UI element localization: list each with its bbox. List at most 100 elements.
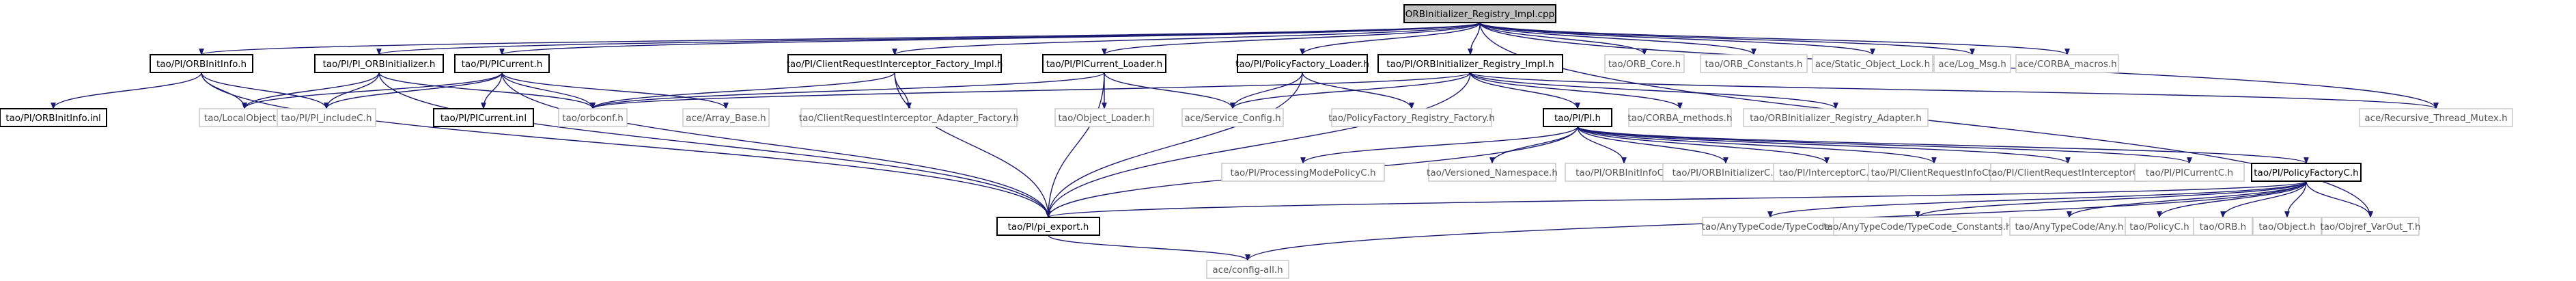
- edge-root-to-corba_macros: [1479, 22, 2070, 55]
- node-box: [277, 108, 376, 127]
- node-label: tao/PI/ORBInitInfo.inl: [5, 113, 101, 124]
- node-label: tao/ORB.h: [2200, 222, 2247, 232]
- node-label: tao/PI/pi_export.h: [1008, 222, 1089, 232]
- node-box: [454, 54, 550, 73]
- node-label: ace/Recursive_Thread_Mutex.h: [2364, 113, 2507, 124]
- node-label: tao/PI/PolicyFactoryC.h: [2254, 168, 2358, 178]
- edge-pfc-to-pi_export: [1046, 180, 2307, 218]
- edge-oiri_h-to-oira: [1470, 72, 1838, 109]
- node-box: [1604, 54, 1685, 73]
- edge-picurrent_h-to-arraybase: [501, 72, 729, 109]
- edge-picl_h-to-pi_export: [1046, 72, 1105, 218]
- node-pi_orbinit_h[interactable]: tao/PI/PI_ORBInitializer.h: [314, 54, 444, 73]
- node-box: [433, 108, 534, 127]
- node-box: [2321, 217, 2420, 236]
- node-label: ace/Log_Msg.h: [1938, 59, 2006, 70]
- node-box: [1054, 108, 1154, 127]
- node-label: tao/ClientRequestInterceptor_Adapter_Fac…: [799, 113, 1019, 124]
- node-picurrent_h[interactable]: tao/PI/PICurrent.h: [454, 54, 550, 73]
- edge-pi_h-to-picurrentc: [1577, 126, 2192, 164]
- node-box: [1812, 54, 1933, 73]
- node-label: tao/PI/PICurrentC.h: [2146, 168, 2233, 178]
- edge-oiri_h-to-corba_methods: [1470, 72, 1683, 109]
- edge-pi_h-to-orbinitinfoc: [1577, 126, 1627, 164]
- node-pi_export[interactable]: tao/PI/pi_export.h: [996, 217, 1100, 236]
- node-svcconf: ace/Service_Config.h: [1181, 108, 1284, 127]
- edge-picurrent_h-to-orbconf: [501, 72, 596, 109]
- node-label: tao/PI/ORBInitInfo.h: [156, 59, 247, 70]
- node-label: tao/PI/PI.h: [1554, 113, 1601, 124]
- node-pfrf: tao/PolicyFactory_Registry_Factory.h: [1328, 108, 1495, 127]
- node-vns: tao/Versioned_Namespace.h: [1427, 163, 1558, 182]
- node-label: tao/PI/PICurrent_Loader.h: [1046, 59, 1162, 70]
- node-pi_h[interactable]: tao/PI/PI.h: [1543, 108, 1612, 127]
- node-pfc[interactable]: tao/PI/PolicyFactoryC.h: [2251, 163, 2362, 182]
- node-orbinitinfo_inl[interactable]: tao/PI/ORBInitInfo.inl: [0, 108, 107, 127]
- edge-oiri_h-to-rtm: [1470, 72, 2439, 109]
- edge-picl_h-to-orbconf: [590, 72, 1105, 109]
- node-box: [1428, 163, 1556, 182]
- node-box: [1700, 54, 1808, 73]
- edge-pi_h-to-orbinitializerc: [1577, 126, 1728, 164]
- node-box: [1662, 163, 1789, 182]
- edge-pfl_h-to-svcconf: [1230, 72, 1303, 109]
- edge-pfc-to-tc_h: [1767, 180, 2307, 218]
- node-box: [1042, 54, 1166, 73]
- node-label: ORBInitializer_Registry_Impl.cpp: [1405, 9, 1554, 20]
- node-picurrent_inl[interactable]: tao/PI/PICurrent.inl: [433, 108, 534, 127]
- node-box: [800, 108, 1018, 127]
- node-any_h: tao/AnyTypeCode/Any.h: [2009, 217, 2129, 236]
- node-label: tao/CORBA_methods.h: [1627, 113, 1732, 124]
- node-orbinitinfo_h[interactable]: tao/PI/ORBInitInfo.h: [150, 54, 253, 73]
- edge-picurrent_h-to-localobj: [242, 72, 503, 109]
- node-box: [682, 108, 770, 127]
- edge-root-to-sol: [1479, 22, 1875, 55]
- node-label: tao/LocalObject.h: [204, 113, 285, 124]
- edge-pfc-to-orb_h: [2220, 180, 2307, 218]
- edge-root-to-pi_orbinit_h: [376, 22, 1481, 55]
- node-label: tao/PI/ORBInitializer_Registry_Impl.h: [1386, 59, 1554, 70]
- node-label: tao/PI/PICurrent.h: [462, 59, 543, 70]
- node-sol: ace/Static_Object_Lock.h: [1812, 54, 1933, 73]
- node-label: tao/PolicyC.h: [2129, 222, 2189, 232]
- node-box: [150, 54, 253, 73]
- node-box: [2134, 163, 2245, 182]
- edge-picurrent_h-to-pi_export: [501, 72, 1051, 218]
- dependency-nodes: ORBInitializer_Registry_Impl.cpp tao/PI/O…: [0, 4, 2513, 279]
- node-tcc_h: tao/AnyTypeCode/TypeCode_Constants.h: [1823, 217, 2012, 236]
- node-box: [1868, 163, 2000, 182]
- node-localobj: tao/LocalObject.h: [199, 108, 290, 127]
- node-pfl_h[interactable]: tao/PI/PolicyFactory_Loader.h: [1235, 54, 1369, 73]
- node-orbconf: tao/orbconf.h: [558, 108, 628, 127]
- node-box: [1833, 217, 2002, 236]
- node-box: [0, 108, 107, 127]
- node-box: [996, 217, 1100, 236]
- node-label: tao/AnyTypeCode/TypeCode_Constants.h: [1823, 222, 2011, 232]
- edge-pi_orbinit_h-to-pi_export: [378, 72, 1051, 218]
- node-crifi_h[interactable]: tao/PI/ClientRequestInterceptor_Factory_…: [787, 54, 1003, 73]
- edge-root-to-picl_h: [1102, 22, 1481, 55]
- node-picl_h[interactable]: tao/PI/PICurrent_Loader.h: [1042, 54, 1166, 73]
- edge-picurrent_h-to-pi_includec: [324, 72, 503, 109]
- node-logmsg: ace/Log_Msg.h: [1933, 54, 2011, 73]
- node-orbinitializerc: tao/PI/ORBInitializerC.h: [1662, 163, 1789, 182]
- edge-picurrent_h-to-picurrent_inl: [481, 72, 503, 109]
- edge-pfc-to-tcc_h: [1915, 180, 2307, 218]
- node-interceptorc: tao/PI/InterceptorC.h: [1773, 163, 1881, 182]
- edge-root-to-pfl_h: [1300, 22, 1481, 55]
- node-rtm: ace/Recursive_Thread_Mutex.h: [2359, 108, 2513, 127]
- node-oiri_h[interactable]: tao/PI/ORBInitializer_Registry_Impl.h: [1377, 54, 1563, 73]
- node-label: tao/PI/PICurrent.inl: [440, 113, 527, 124]
- node-label: tao/AnyTypeCode/TypeCode.h: [1702, 222, 1839, 232]
- node-box: [199, 108, 290, 127]
- edge-pi_h-to-interceptorc: [1577, 126, 1830, 164]
- node-label: tao/PI/ProcessingModePolicyC.h: [1230, 168, 1375, 178]
- edge-pfc-to-object_h: [2284, 180, 2307, 218]
- edge-orbinitinfo_h-to-localobj: [201, 72, 247, 109]
- node-arraybase: ace/Array_Base.h: [682, 108, 770, 127]
- node-label: tao/PI/ClientRequestInfoC.h: [1871, 168, 1998, 178]
- node-corba_methods: tao/CORBA_methods.h: [1627, 108, 1733, 127]
- node-box: [2359, 108, 2513, 127]
- node-box: [1221, 163, 1385, 182]
